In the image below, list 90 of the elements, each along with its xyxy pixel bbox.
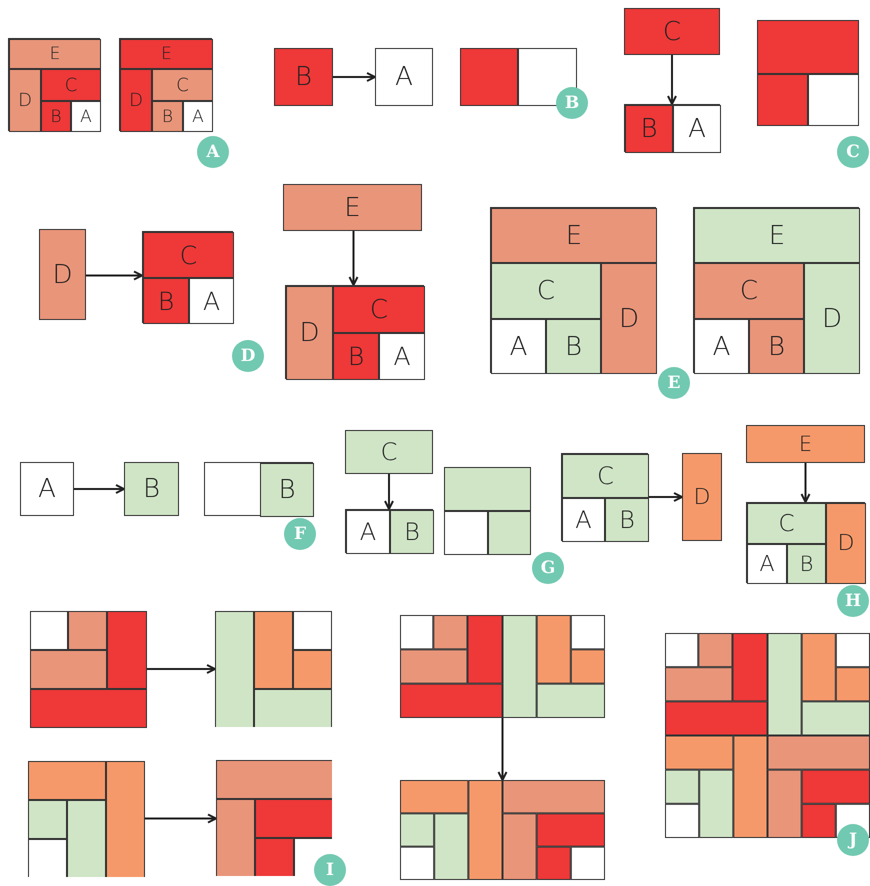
quilt-block — [215, 611, 332, 727]
fabric-piece: A — [673, 105, 721, 153]
quilt-block — [444, 467, 531, 555]
step-badge: E — [658, 367, 690, 399]
step-badge: C — [837, 136, 869, 168]
fabric-piece: B — [260, 463, 314, 517]
arrow — [74, 484, 125, 494]
fabric-piece: C — [562, 454, 649, 498]
fabric-piece: E — [9, 39, 101, 69]
fabric-piece: C — [345, 430, 433, 474]
step-badge: H — [837, 585, 869, 617]
fabric-piece: D — [286, 286, 333, 380]
fabric-piece: A — [346, 510, 390, 554]
fabric-piece: B — [333, 333, 379, 380]
fabric-piece: C — [143, 232, 234, 278]
step-badge: J — [837, 824, 869, 856]
step-badge: D — [232, 340, 264, 372]
quilt-block — [400, 780, 605, 880]
fabric-piece: B — [124, 462, 179, 516]
fabric-piece: A — [562, 498, 605, 542]
fabric-piece: B — [152, 101, 183, 132]
step-badge: G — [532, 552, 564, 584]
block-assembly — [746, 502, 865, 583]
fabric-piece: B — [546, 319, 601, 374]
arrow — [498, 718, 508, 781]
block-assembly — [8, 38, 100, 131]
arrow — [667, 55, 677, 105]
fabric-piece: E — [746, 425, 865, 463]
fabric-piece: E — [694, 208, 860, 263]
fabric-piece: B — [787, 544, 826, 584]
step-badge: I — [314, 854, 346, 886]
block-assembly — [142, 231, 233, 323]
fabric-piece: C — [333, 286, 425, 333]
fabric-piece: D — [804, 263, 860, 374]
step-badge: B — [556, 87, 588, 119]
quilt-block — [757, 20, 859, 126]
fabric-piece: B — [749, 319, 804, 374]
fabric-piece: C — [747, 503, 826, 544]
arrow — [86, 270, 143, 280]
fabric-piece: A — [694, 319, 749, 374]
arrow — [648, 492, 683, 502]
fabric-piece: A — [183, 101, 213, 132]
fabric-piece: A — [20, 462, 74, 516]
step-badge: F — [284, 518, 316, 550]
fabric-piece: D — [682, 453, 722, 541]
fabric-piece: C — [152, 69, 213, 101]
fabric-piece: D — [826, 503, 866, 584]
step-badge: A — [197, 136, 229, 168]
block-assembly — [285, 285, 424, 379]
fabric-piece: A — [747, 544, 787, 584]
arrow — [145, 814, 217, 824]
arrow — [147, 664, 216, 674]
block-assembly — [490, 207, 656, 373]
arrow — [333, 72, 376, 82]
fabric-piece: B — [625, 105, 673, 153]
fabric-piece: B — [274, 48, 333, 106]
fabric-piece: E — [120, 39, 213, 69]
block-assembly — [345, 509, 433, 553]
fabric-piece: A — [379, 333, 425, 380]
block-assembly — [624, 104, 720, 152]
arrow — [800, 463, 810, 503]
fabric-piece: A — [375, 48, 433, 106]
block-assembly — [204, 462, 313, 516]
fabric-piece: A — [71, 101, 101, 132]
quilt-block — [30, 611, 147, 728]
arrow — [348, 231, 358, 286]
fabric-piece: B — [605, 498, 649, 542]
block-assembly — [561, 453, 648, 541]
fabric-piece: B — [143, 278, 189, 324]
fabric-piece: D — [601, 263, 657, 374]
fabric-piece: B — [41, 101, 71, 132]
fabric-piece: E — [491, 208, 657, 263]
arrow — [384, 474, 394, 510]
fabric-piece: E — [283, 184, 422, 231]
quilt-block — [460, 48, 577, 106]
fabric-piece: C — [491, 263, 601, 319]
fabric-piece: D — [120, 69, 152, 132]
fabric-piece: C — [41, 69, 101, 101]
quilt-block — [216, 760, 332, 876]
block-assembly — [693, 207, 859, 373]
fabric-piece: B — [390, 510, 434, 554]
quilt-block — [400, 615, 605, 718]
fabric-piece: C — [694, 263, 804, 319]
fabric-piece: D — [39, 229, 86, 320]
fabric-piece: A — [189, 278, 234, 324]
fabric-piece: A — [491, 319, 546, 374]
fabric-piece: C — [624, 8, 720, 55]
quilt-block — [28, 761, 145, 877]
block-assembly — [119, 38, 212, 131]
fabric-piece: D — [9, 69, 41, 132]
